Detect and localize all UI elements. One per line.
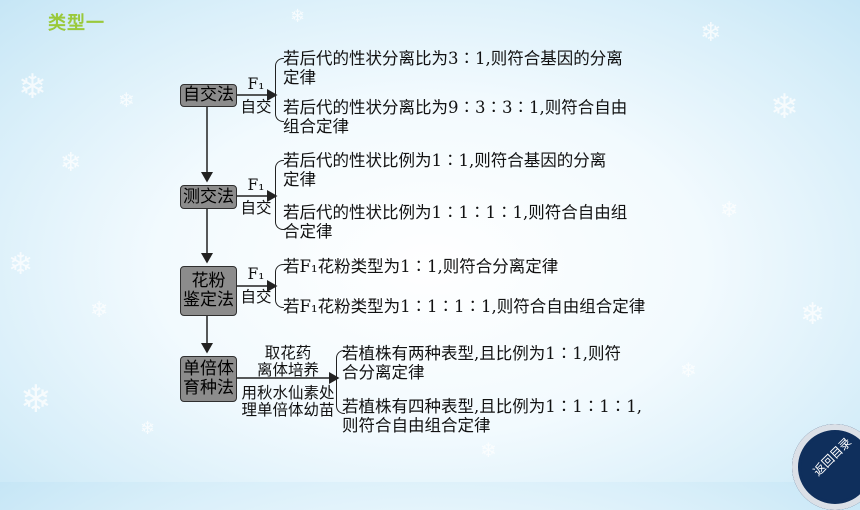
connector-label-selfing: 自交 xyxy=(240,199,272,217)
outcome-text: 若F₁花粉类型为1∶1,则符合分离定律 xyxy=(283,257,559,276)
method-label: 自交法 xyxy=(183,85,234,105)
method-label: 花粉 鉴定法 xyxy=(183,271,234,310)
section-tag: 类型一 xyxy=(48,13,105,34)
snowflake-icon: ❄ xyxy=(18,67,47,107)
outcome-text: 若后代的性状比例为1∶1∶1∶1,则符合自由组 合定律 xyxy=(283,203,628,241)
branch-brace xyxy=(336,350,345,414)
snowflake-icon: ❄ xyxy=(290,6,306,27)
connector-label-anther-culture: 取花药 离体培养 xyxy=(256,344,319,379)
snowflake-icon: ❄ xyxy=(770,87,799,127)
snowflake-icon: ❄ xyxy=(720,198,739,223)
connector-label-f1: F₁ xyxy=(247,75,265,93)
snowflake-icon: ❄ xyxy=(20,377,52,421)
outcome-text: 若F₁花粉类型为1∶1∶1∶1,则符合自由组合定律 xyxy=(283,297,646,316)
branch-brace xyxy=(275,58,284,122)
method-label: 测交法 xyxy=(183,186,234,207)
method-label: 单倍体 育种法 xyxy=(183,359,234,398)
connector-label-f1: F₁ xyxy=(247,265,265,283)
method-box-self-cross: 自交法 xyxy=(180,84,237,107)
outcome-text: 若后代的性状分离比为9∶3∶3∶1,则符合自由 组合定律 xyxy=(283,98,628,136)
snowflake-icon: ❄ xyxy=(480,438,497,462)
snowflake-icon: ❄ xyxy=(800,297,826,332)
outcome-text: 若植株有四种表型,且比例为1∶1∶1∶1, 则符合自由组合定律 xyxy=(342,397,642,435)
diagram-connectors xyxy=(201,89,340,384)
snowflake-icon: ❄ xyxy=(140,418,156,439)
outcome-text: 若后代的性状分离比为3∶1,则符合基因的分离 定律 xyxy=(283,49,623,87)
snowflake-icon: ❄ xyxy=(700,18,722,48)
back-to-contents-label: 返回目录 xyxy=(810,434,855,479)
method-box-test-cross: 测交法 xyxy=(180,185,237,209)
snowflake-icon: ❄ xyxy=(8,247,34,282)
method-box-haploid: 单倍体 育种法 xyxy=(180,356,237,402)
outcome-text: 若后代的性状比例为1∶1,则符合基因的分离 定律 xyxy=(283,151,607,189)
snowflake-icon: ❄ xyxy=(60,148,82,178)
connector-label-selfing: 自交 xyxy=(240,98,272,116)
snowflake-icon: ❄ xyxy=(680,358,697,382)
snowflake-icon: ❄ xyxy=(90,298,109,323)
branch-brace xyxy=(275,264,284,308)
outcome-text: 若植株有两种表型,且比例为1∶1,则符 合分离定律 xyxy=(342,344,621,382)
connector-label-colchicine: 用秋水仙素处 理单倍体幼苗 xyxy=(241,384,335,419)
branch-brace xyxy=(275,160,284,230)
method-box-pollen: 花粉 鉴定法 xyxy=(180,266,237,316)
connector-label-f1: F₁ xyxy=(247,176,265,194)
snowflake-icon: ❄ xyxy=(118,88,135,112)
connector-label-selfing: 自交 xyxy=(240,288,272,306)
